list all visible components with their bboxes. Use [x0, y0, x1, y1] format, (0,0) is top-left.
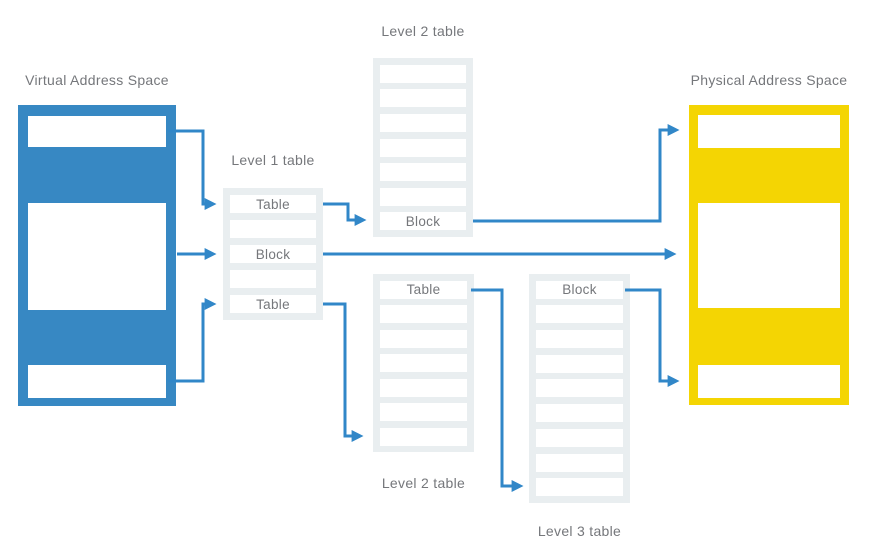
arrow-l2bottom-table-to-l3 — [471, 288, 524, 492]
table-row — [380, 354, 467, 372]
table-row — [380, 89, 466, 108]
table-row — [380, 113, 466, 132]
table-row — [230, 220, 316, 238]
level-3-table-label: Level 3 table — [537, 523, 622, 539]
table-row — [380, 163, 466, 182]
level-1-table: Table Block Table — [223, 188, 323, 320]
virtual-memory-segment — [28, 365, 166, 398]
table-row: Table — [380, 280, 467, 299]
physical-memory-segment — [698, 203, 840, 308]
physical-address-space-label: Physical Address Space — [690, 72, 848, 88]
virtual-address-space-box — [18, 105, 176, 406]
table-row: Block — [536, 280, 623, 299]
table-row — [380, 187, 466, 206]
level-2-table-top: Block — [373, 58, 473, 237]
table-row — [380, 403, 467, 421]
table-row — [380, 64, 466, 83]
table-row: Table — [230, 295, 316, 313]
table-row — [380, 427, 467, 446]
table-row — [380, 305, 467, 323]
table-row — [536, 379, 623, 398]
virtual-memory-segment — [28, 203, 166, 310]
level-2-table-bottom-label: Level 2 table — [381, 475, 466, 491]
virtual-memory-segment — [28, 116, 166, 147]
level-2-table-bottom: Table — [373, 274, 474, 452]
table-row: Block — [380, 212, 466, 231]
table-row — [536, 305, 623, 324]
table-row — [380, 378, 467, 397]
table-row — [230, 270, 316, 288]
table-row — [380, 138, 466, 157]
level-3-table: Block — [529, 274, 630, 503]
table-row — [536, 404, 623, 423]
arrow-l3-block-to-physical — [625, 288, 680, 387]
virtual-address-space-label: Virtual Address Space — [25, 72, 169, 88]
physical-memory-segment — [698, 365, 840, 398]
arrow-l2top-block-to-physical — [473, 124, 680, 223]
table-row — [380, 329, 467, 348]
table-row — [536, 453, 623, 472]
level-1-table-label: Level 1 table — [231, 152, 315, 168]
arrow-l1-table2-to-l2bottom — [323, 302, 364, 442]
physical-address-space-box — [689, 105, 849, 405]
table-row — [536, 428, 623, 447]
table-row — [536, 478, 623, 497]
table-row — [536, 330, 623, 349]
table-row: Block — [230, 245, 316, 263]
table-row: Table — [230, 195, 316, 213]
physical-memory-segment — [698, 115, 840, 148]
arrow-l1-table1-to-l2top — [323, 202, 367, 226]
level-2-table-top-label: Level 2 table — [381, 23, 465, 39]
table-row — [536, 354, 623, 373]
